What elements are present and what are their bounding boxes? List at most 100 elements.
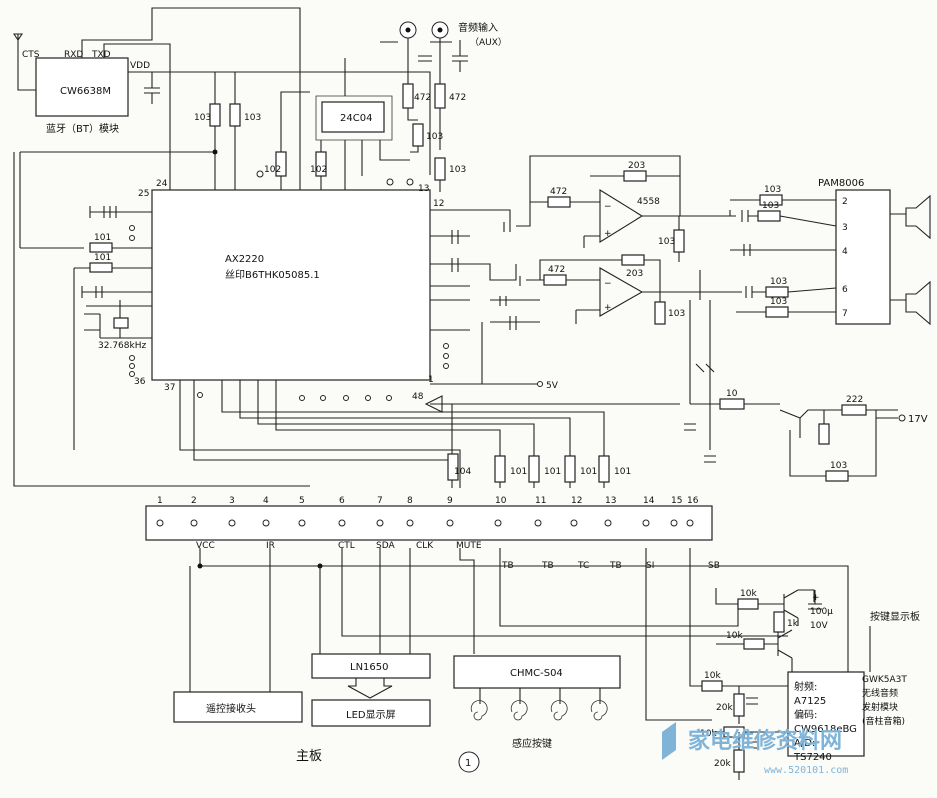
svg-text:−: − bbox=[604, 202, 612, 212]
svg-text:A7125: A7125 bbox=[794, 696, 826, 707]
resistor-203-a bbox=[623, 170, 647, 182]
resistor-10 bbox=[719, 398, 745, 410]
connector-pin bbox=[156, 519, 164, 527]
svg-text:(音柱音箱): (音柱音箱) bbox=[862, 715, 905, 727]
connector-pin-number: 3 bbox=[229, 496, 235, 506]
bt-module-caption: 蓝牙（BT）模块 bbox=[46, 123, 119, 135]
svg-text:20k: 20k bbox=[714, 759, 731, 769]
figure-number: 1 bbox=[465, 758, 471, 769]
connector-pin-number: 16 bbox=[687, 496, 699, 506]
resistor-472-b bbox=[543, 274, 567, 286]
soc-marking: 丝印B6THK05085.1 bbox=[225, 269, 320, 281]
eeprom-label: 24C04 bbox=[340, 113, 372, 124]
aux-l-value: 472 bbox=[414, 93, 431, 103]
svg-text:TS7240: TS7240 bbox=[793, 752, 832, 763]
crystal bbox=[113, 317, 129, 329]
svg-text:3: 3 bbox=[842, 223, 848, 233]
resistor-aux-l bbox=[402, 83, 414, 109]
soc-pin-1: 1 bbox=[428, 375, 434, 385]
svg-text:10V: 10V bbox=[810, 621, 828, 631]
connector-box bbox=[145, 505, 713, 541]
svg-text:4: 4 bbox=[842, 247, 848, 257]
connector-signal-label: IR bbox=[266, 541, 275, 551]
r3-value: 102 bbox=[264, 165, 281, 175]
connector-pin bbox=[190, 519, 198, 527]
svg-text:103: 103 bbox=[830, 461, 847, 471]
speaker-icons bbox=[890, 194, 931, 326]
r222-value: 222 bbox=[846, 395, 863, 405]
connector-pin-number: 10 bbox=[495, 496, 507, 506]
connector-pin bbox=[228, 519, 236, 527]
svg-text:100μ: 100μ bbox=[810, 607, 833, 617]
bt-antenna bbox=[12, 33, 36, 91]
svg-text:10k: 10k bbox=[726, 631, 743, 641]
soc-bus-lines: 104 101 101 101 101 bbox=[13, 152, 680, 488]
led-driver-label: LN1650 bbox=[350, 662, 389, 673]
svg-text:发射模块: 发射模块 bbox=[862, 701, 898, 713]
bt-module-chip: CW6638M bbox=[60, 86, 111, 97]
connector-pin bbox=[570, 519, 578, 527]
connector-pin bbox=[604, 519, 612, 527]
amp-box bbox=[835, 189, 891, 325]
vdd-line bbox=[128, 71, 431, 175]
resistor-aux-r2 bbox=[434, 157, 446, 181]
ir-receiver-label: 遥控接收头 bbox=[206, 702, 256, 715]
bt-pin-vdd: VDD bbox=[130, 61, 150, 71]
soc-pin-48: 48 bbox=[412, 392, 424, 402]
net-5v: 5V bbox=[546, 381, 559, 391]
net-17v: 17V bbox=[908, 414, 928, 425]
resistor-r1 bbox=[209, 103, 221, 127]
aux-l2-value: 103 bbox=[426, 132, 443, 142]
r101-tb3-value: 101 bbox=[614, 467, 631, 477]
connector-signal-label: CLK bbox=[416, 541, 434, 551]
bt-module: CW6638M CTS RXD TXD VDD 蓝牙（BT）模块 bbox=[12, 7, 431, 190]
svg-text:A/D:: A/D: bbox=[794, 738, 815, 749]
connector-pin bbox=[338, 519, 346, 527]
resistor-203-b bbox=[621, 254, 645, 266]
connector-pin-number: 13 bbox=[605, 496, 616, 506]
svg-text:10k: 10k bbox=[704, 671, 721, 681]
connector-pin bbox=[534, 519, 542, 527]
svg-text:103: 103 bbox=[770, 277, 787, 287]
transistor-2 bbox=[716, 629, 793, 672]
connector-pin-number: 1 bbox=[157, 496, 163, 506]
connector-pin-number: 9 bbox=[447, 496, 453, 506]
svg-text:偏码:: 偏码: bbox=[794, 708, 817, 721]
connector-pin bbox=[670, 519, 678, 527]
soc-pin-25: 25 bbox=[138, 189, 149, 199]
resistor-101-tb3 bbox=[598, 455, 610, 483]
amplifier: PAM8006 2 3 4 6 7 103 103 103 103 bbox=[700, 178, 931, 326]
crystal-freq: 32.768kHz bbox=[98, 341, 146, 351]
resistor-aux-r bbox=[434, 83, 446, 109]
key-board-label: 按键显示板 bbox=[870, 610, 920, 623]
connector-pin bbox=[298, 519, 306, 527]
bt-pin-cts: CTS bbox=[22, 50, 40, 60]
vdd-cap bbox=[144, 72, 160, 104]
connector-pin-number: 6 bbox=[339, 496, 345, 506]
led-display-label: LED显示屏 bbox=[346, 709, 396, 721]
svg-text:+: + bbox=[812, 593, 820, 603]
svg-text:10k: 10k bbox=[700, 729, 717, 739]
watermark-logo-icon bbox=[662, 722, 676, 760]
opamp-2 bbox=[599, 267, 644, 317]
r10-value: 10 bbox=[726, 389, 738, 399]
resistor-101-tc bbox=[564, 455, 576, 483]
watermark-text: 家电维修资料网 bbox=[688, 728, 842, 754]
connector-pin bbox=[494, 519, 502, 527]
main-soc: AX2220 丝印B6THK05085.1 25 24 13 12 36 37 … bbox=[19, 152, 559, 450]
connector-pin-number: 11 bbox=[535, 496, 546, 506]
resistor-101-tb2 bbox=[528, 455, 540, 483]
connector-pin bbox=[446, 519, 454, 527]
touch-keys-label: 感应按键 bbox=[512, 737, 552, 750]
resistor-222 bbox=[841, 404, 867, 416]
svg-text:103: 103 bbox=[762, 201, 779, 211]
soc-pin-37: 37 bbox=[164, 383, 175, 393]
bt-pin-txd: TXD bbox=[91, 50, 111, 60]
svg-text:+: + bbox=[604, 303, 612, 313]
lower-modules: 遥控接收头 LN1650 LED显示屏 CHMC-S04 感应按键 bbox=[173, 653, 621, 750]
bt-module-box bbox=[35, 57, 129, 117]
r101-tb1-value: 101 bbox=[510, 467, 527, 477]
